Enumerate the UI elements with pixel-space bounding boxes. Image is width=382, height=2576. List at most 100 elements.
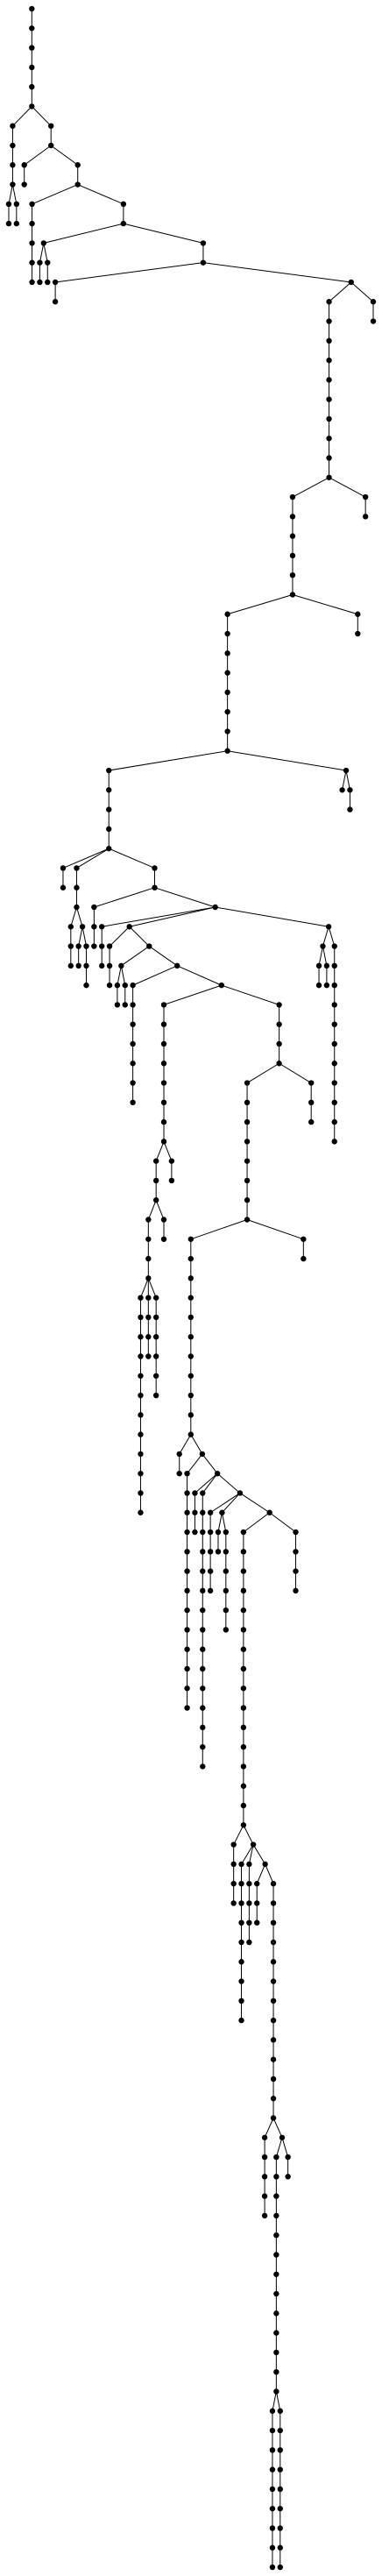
tree-edge	[329, 477, 366, 498]
tree-node	[200, 1568, 206, 1574]
tree-node	[277, 2544, 283, 2551]
tree-node	[138, 1373, 144, 1379]
tree-node	[277, 2505, 283, 2512]
tree-node	[138, 1431, 144, 1437]
tree-edge	[292, 593, 358, 615]
tree-node	[83, 962, 89, 969]
tree-node	[315, 982, 322, 989]
tree-edge	[275, 2137, 283, 2158]
tree-node	[138, 1314, 144, 1321]
tree-node	[152, 1158, 159, 1164]
tree-node	[230, 1842, 237, 1848]
tree-node	[106, 982, 113, 989]
tree-node	[269, 2486, 276, 2493]
tree-node	[223, 1607, 230, 1614]
tree-node	[130, 1099, 136, 1106]
tree-edge	[62, 848, 110, 869]
tree-node	[240, 1724, 247, 1731]
tree-node	[362, 514, 369, 520]
tree-node	[145, 1255, 152, 1262]
tree-node	[152, 865, 158, 871]
tree-edge	[256, 1863, 266, 1884]
tree-node	[331, 962, 337, 969]
tree-node	[270, 2037, 277, 2043]
tree-node	[219, 1509, 225, 1515]
tree-nodes	[5, 5, 377, 2571]
tree-node	[289, 533, 296, 539]
tree-edge	[329, 281, 352, 302]
tree-edge	[233, 1825, 244, 1845]
tree-node	[277, 2564, 283, 2571]
tree-node	[138, 1470, 144, 1477]
tree-node	[238, 2017, 244, 2024]
tree-node	[138, 1334, 144, 1340]
tree-node	[29, 45, 35, 51]
tree-edge	[75, 906, 83, 927]
tree-node	[270, 2076, 277, 2083]
tree-edge	[55, 262, 204, 283]
tree-node	[230, 1880, 237, 1887]
tree-node	[160, 1236, 167, 1242]
tree-node	[240, 1685, 247, 1692]
tree-node	[200, 1646, 206, 1652]
tree-node	[130, 1080, 136, 1086]
tree-node	[174, 962, 180, 969]
tree-node	[74, 904, 80, 911]
tree-node	[207, 1529, 214, 1536]
tree-edge	[120, 965, 126, 986]
tree-node	[200, 1509, 206, 1515]
tree-node	[99, 962, 105, 969]
tree-node	[187, 1412, 194, 1418]
tree-edge	[109, 848, 155, 869]
tree-node	[270, 2115, 277, 2121]
tree-node	[246, 1900, 252, 1906]
tree-edge	[322, 946, 328, 966]
tree-node	[326, 455, 332, 461]
tree-edge	[246, 1219, 304, 1240]
tree-edge	[179, 1434, 192, 1455]
tree-edge	[243, 1512, 270, 1533]
tree-node	[184, 1529, 190, 1536]
tree-node	[285, 2174, 291, 2180]
tree-edge	[187, 1453, 203, 1474]
tree-node	[355, 630, 361, 637]
tree-node	[99, 924, 105, 930]
tree-node	[200, 1490, 206, 1496]
tree-node	[184, 1509, 190, 1515]
tree-node	[138, 1490, 144, 1496]
tree-node	[224, 650, 230, 656]
tree-node	[326, 318, 332, 324]
tree-node	[145, 1314, 152, 1321]
tree-edge	[239, 1493, 270, 1514]
tree-node	[269, 2544, 276, 2551]
tree-edge	[140, 1278, 149, 1298]
tree-node	[273, 2154, 279, 2161]
tree-node	[215, 1529, 222, 1536]
tree-node	[152, 1177, 159, 1184]
tree-node	[45, 279, 51, 286]
tree-node	[29, 259, 35, 266]
tree-node	[293, 1587, 299, 1594]
tree-node	[184, 1665, 190, 1672]
tree-node	[29, 220, 35, 227]
tree-node	[261, 2174, 268, 2180]
tree-node	[200, 1724, 206, 1731]
tree-node	[45, 259, 51, 266]
tree-node	[224, 748, 230, 754]
tree-edge	[252, 1844, 266, 1865]
tree-node	[261, 2193, 268, 2199]
tree-node	[184, 1587, 190, 1594]
tree-node	[138, 1392, 144, 1399]
tree-edge	[217, 1512, 223, 1533]
tree-edge	[272, 2118, 283, 2138]
tree-node	[187, 1295, 194, 1301]
tree-node	[152, 884, 158, 891]
tree-node	[207, 1549, 214, 1555]
tree-node	[138, 1295, 144, 1301]
tree-edge	[94, 887, 155, 908]
tree-node	[91, 924, 97, 930]
tree-node	[270, 2017, 277, 2024]
tree-node	[323, 962, 330, 969]
tree-node	[276, 1040, 282, 1047]
